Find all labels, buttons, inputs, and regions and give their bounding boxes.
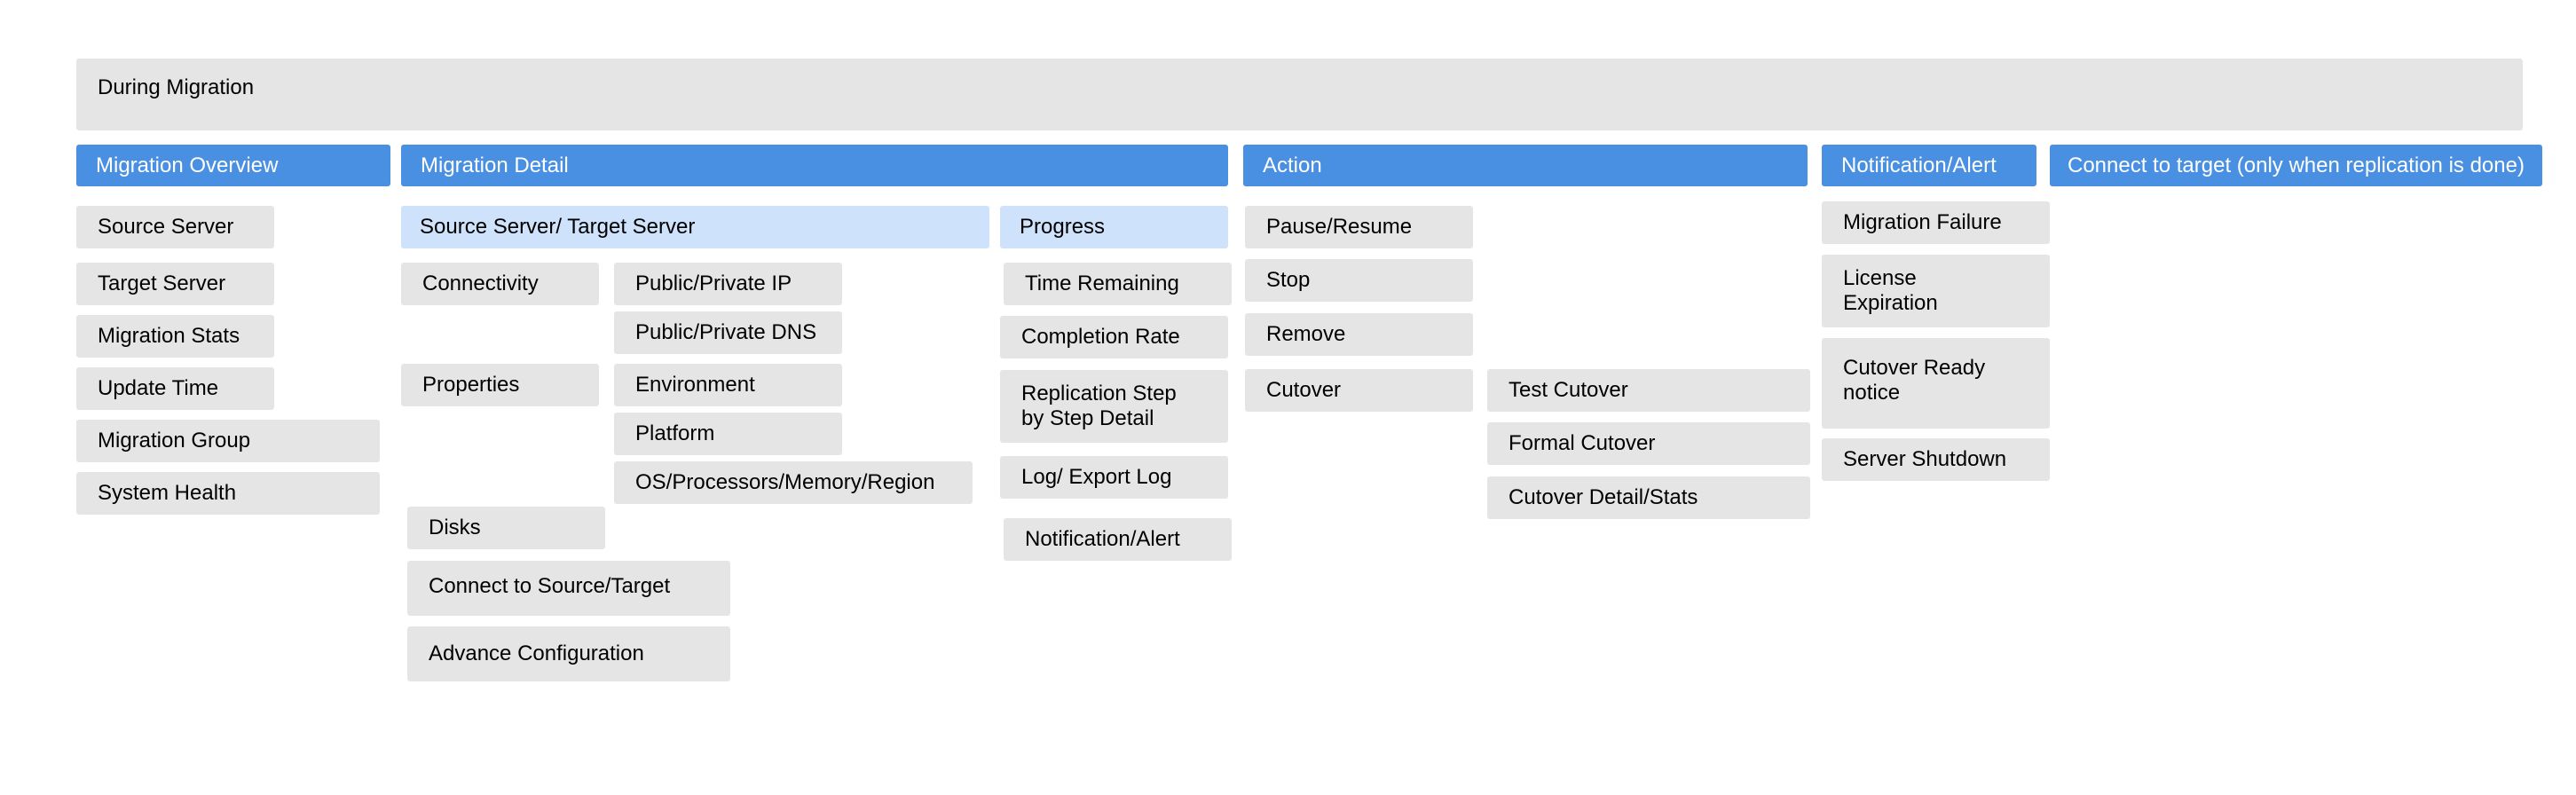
- node-target-server: Target Server: [76, 263, 274, 305]
- node-public-private-dns: Public/Private DNS: [614, 311, 842, 354]
- node-server-shutdown: Server Shutdown: [1822, 438, 2050, 481]
- node-disks: Disks: [407, 507, 605, 549]
- node-stop: Stop: [1245, 259, 1473, 302]
- subheader-progress: Progress: [1000, 206, 1228, 248]
- replication-step-label: Replication Step by Step Detail: [1021, 382, 1177, 430]
- node-migration-failure: Migration Failure: [1822, 201, 2050, 244]
- node-system-health: System Health: [76, 472, 380, 515]
- node-pause-resume: Pause/Resume: [1245, 206, 1473, 248]
- header-migration-detail: Migration Detail: [401, 145, 1228, 186]
- node-cutover-ready-notice: Cutover Ready notice: [1822, 338, 2050, 429]
- node-time-remaining: Time Remaining: [1004, 263, 1232, 305]
- header-action: Action: [1243, 145, 1808, 186]
- node-progress-notification-alert: Notification/Alert: [1004, 518, 1232, 561]
- subheader-source-target-server: Source Server/ Target Server: [401, 206, 989, 248]
- cutover-ready-label: Cutover Ready notice: [1843, 356, 1986, 405]
- node-test-cutover: Test Cutover: [1487, 369, 1810, 412]
- node-properties: Properties: [401, 364, 599, 406]
- header-notification-alert: Notification/Alert: [1822, 145, 2036, 186]
- node-log-export-log: Log/ Export Log: [1000, 456, 1228, 499]
- header-migration-overview: Migration Overview: [76, 145, 390, 186]
- node-connect-source-target: Connect to Source/Target: [407, 561, 730, 616]
- node-advance-configuration: Advance Configuration: [407, 626, 730, 681]
- node-completion-rate: Completion Rate: [1000, 316, 1228, 358]
- header-connect-to-target: Connect to target (only when replication…: [2050, 145, 2542, 186]
- node-formal-cutover: Formal Cutover: [1487, 422, 1810, 465]
- node-cutover-detail-stats: Cutover Detail/Stats: [1487, 476, 1810, 519]
- license-expiration-label: License Expiration: [1843, 266, 1938, 315]
- node-connectivity: Connectivity: [401, 263, 599, 305]
- node-remove: Remove: [1245, 313, 1473, 356]
- node-source-server: Source Server: [76, 206, 274, 248]
- node-os-processors-memory-region: OS/Processors/Memory/Region: [614, 461, 973, 504]
- node-update-time: Update Time: [76, 367, 274, 410]
- node-license-expiration: License Expiration: [1822, 255, 2050, 327]
- node-public-private-ip: Public/Private IP: [614, 263, 842, 305]
- node-cutover: Cutover: [1245, 369, 1473, 412]
- node-migration-stats: Migration Stats: [76, 315, 274, 358]
- title-text: During Migration: [98, 75, 255, 99]
- node-replication-step-detail: Replication Step by Step Detail: [1000, 370, 1228, 443]
- node-platform: Platform: [614, 413, 842, 455]
- node-migration-group: Migration Group: [76, 420, 380, 462]
- title-banner: During Migration: [76, 59, 2523, 130]
- node-environment: Environment: [614, 364, 842, 406]
